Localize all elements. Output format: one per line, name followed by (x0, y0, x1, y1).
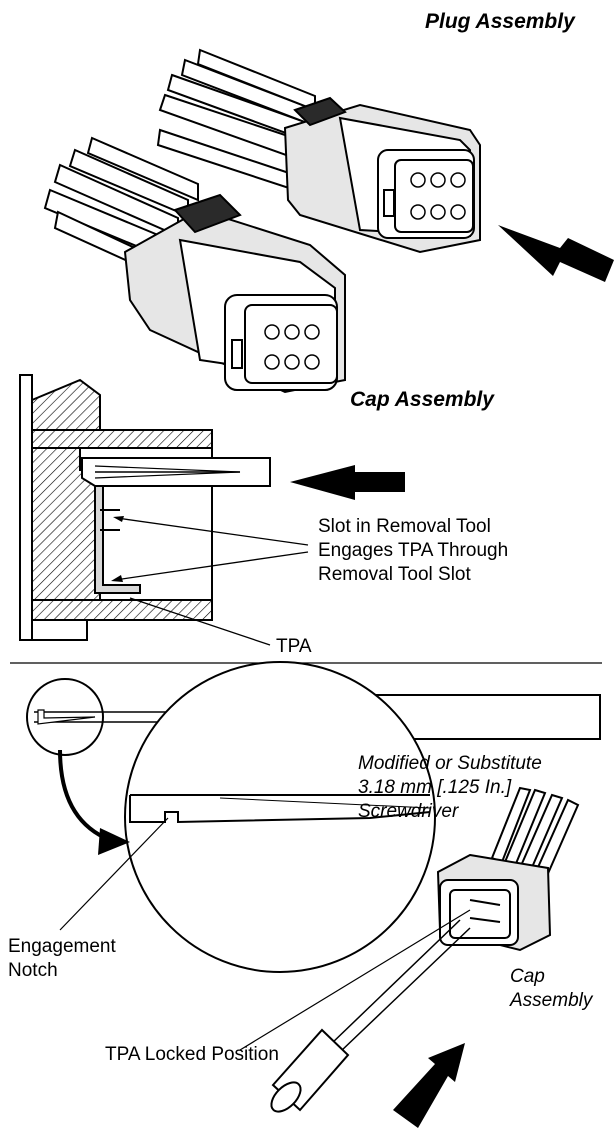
plug-insert-arrow (498, 225, 614, 282)
engagement-notch-line-2: Notch (8, 960, 58, 981)
engagement-notch-label: Engagement Notch (8, 935, 116, 983)
cap-insert-arrow (393, 1043, 465, 1128)
cap-assembly-bottom-label: Cap Assembly (510, 965, 592, 1013)
engagement-notch-line-1: Engagement (8, 936, 116, 957)
cross-section-drawing (19, 374, 271, 641)
screwdriver-note-line-3: Screwdriver (358, 801, 459, 822)
screwdriver-note-line-2: 3.18 mm [.125 In.] (358, 777, 512, 798)
plug-assembly-drawing (156, 48, 481, 254)
tpa-label: TPA (276, 636, 312, 657)
slot-leader-2 (114, 551, 309, 581)
plug-assembly-label: Plug Assembly (425, 10, 575, 33)
slot-note-line-1: Slot in Removal Tool (318, 516, 491, 537)
slot-note-label: Slot in Removal Tool Engages TPA Through… (318, 515, 508, 587)
cap-assembly-bottom-line-2: Assembly (510, 990, 593, 1011)
removal-tool-arrow (290, 465, 405, 500)
tpa-locked-leader (239, 909, 471, 1051)
cap-assembly-bottom-line-1: Cap (510, 966, 545, 987)
magnify-arrow (58, 749, 111, 842)
slot-note-line-3: Removal Tool Slot (318, 564, 471, 585)
slot-leader-1 (116, 517, 309, 546)
tpa-locked-label: TPA Locked Position (105, 1044, 279, 1065)
screwdriver-note-label: Modified or Substitute 3.18 mm [.125 In.… (358, 752, 542, 824)
bottom-cap-assembly (270, 786, 580, 1113)
screwdriver-drawing (26, 661, 601, 973)
slot-note-line-2: Engages TPA Through (318, 540, 509, 561)
cap-assembly-drawing (43, 136, 346, 394)
tpa-leader (129, 597, 271, 646)
cap-assembly-top-label: Cap Assembly (350, 388, 494, 411)
screwdriver-note-line-1: Modified or Substitute (358, 753, 542, 774)
notch-leader (59, 817, 169, 931)
